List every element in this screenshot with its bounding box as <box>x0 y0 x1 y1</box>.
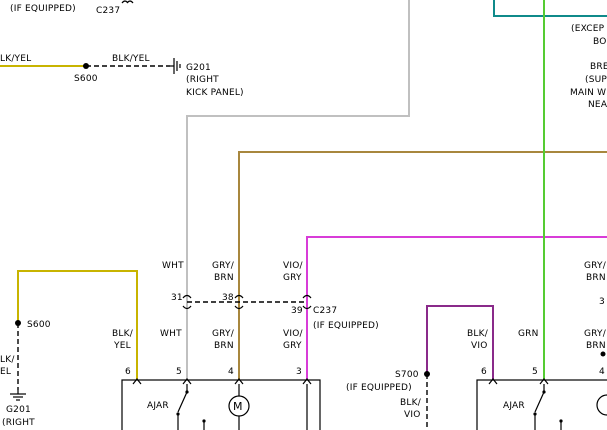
ground-label-g201-top-l1: G201 <box>186 63 211 73</box>
wire-label-gry-brn-right-upper-l2: BRN <box>586 273 606 283</box>
note-right-l6: NEA <box>588 100 607 110</box>
ajar-switch-left-icon <box>176 384 206 430</box>
module-box-edge-top-right <box>493 0 607 17</box>
wire-label-gry-brn-right-upper-l1: GRY/ <box>584 261 607 271</box>
pin-terminals-left-icon <box>132 378 312 385</box>
splice-label-s600-top: S600 <box>74 74 98 84</box>
c237-top-connector-mark <box>121 0 134 4</box>
ground-label-g201-bottom-l1: G201 <box>6 405 31 415</box>
c237-label-top: C237 <box>96 6 120 16</box>
pin-label-right-3: 3 <box>599 297 605 307</box>
wire-blk-yel-lower <box>17 270 138 380</box>
right-edge-dot <box>600 351 606 357</box>
wire-label-blk-vio-left-l1: BLK/ <box>400 398 422 408</box>
wire-gry-brn-tan <box>238 151 607 380</box>
wire-label-gry-brn-lower-l2: BRN <box>214 341 234 351</box>
pin-label-5: 5 <box>176 367 182 377</box>
splice-label-s700: S700 <box>395 370 419 380</box>
splice-label-s600-lower: S600 <box>27 320 51 330</box>
note-right-l2: BO <box>593 37 607 47</box>
motor-icon <box>228 384 250 430</box>
connector-label-c237-mid: C237 <box>313 306 337 316</box>
wire-label-vio-gry-lower-l1: VIO/ <box>283 329 303 339</box>
wire-label-gry-brn-right-lower-l1: GRY/ <box>584 329 607 339</box>
pin-label-39: 39 <box>291 306 303 316</box>
wire-blk-vio-purple <box>426 305 494 380</box>
switch-label-ajar-right: AJAR <box>503 401 525 411</box>
ground-g201-bottom-icon <box>10 390 26 401</box>
wire-label-gry-brn-upper-l2: BRN <box>214 273 234 283</box>
if-equipped-label-s700: (IF EQUIPPED) <box>346 383 412 393</box>
pin-label-4: 4 <box>228 367 234 377</box>
wire-label-wht-lower: WHT <box>160 329 182 339</box>
motor-right-partial-icon <box>596 394 607 416</box>
wire-label-vio-gry-upper-l1: VIO/ <box>283 261 303 271</box>
wire-label-blk-vio-right-l1: BLK/ <box>467 329 489 339</box>
wire-label-blk-yel-lower-l2: YEL <box>113 341 131 351</box>
wire-label-blk-vio-right-l2: VIO <box>471 341 488 351</box>
wire-label-blk-yel-left: LK/YEL <box>0 54 31 64</box>
note-right-l3: BRE <box>590 62 607 72</box>
note-right-l1: (EXCEP <box>571 24 605 34</box>
if-equipped-label-top: (IF EQUIPPED) <box>10 4 76 14</box>
pin-label-5r: 5 <box>532 367 538 377</box>
wire-label-blk-vio-left-l2: VIO <box>404 410 421 420</box>
note-right-l4: (SUP <box>585 75 607 85</box>
note-right-l5: MAIN W <box>570 88 606 98</box>
component-box-right <box>476 379 607 430</box>
ground-label-g201-top-l2: (RIGHT <box>186 75 219 85</box>
wire-label-lk-el-l2: EL <box>0 367 11 377</box>
wire-label-gry-brn-right-lower-l2: BRN <box>586 341 606 351</box>
pin-terminals-right-icon <box>488 378 549 385</box>
connector-c237-pins-icon <box>182 294 312 310</box>
wire-label-vio-gry-lower-l2: GRY <box>283 341 302 351</box>
pin-label-6r: 6 <box>481 367 487 377</box>
motor-label: M <box>233 400 243 413</box>
pin-label-31: 31 <box>171 293 183 303</box>
pin-label-38: 38 <box>222 293 234 303</box>
wire-wht-gray <box>186 0 410 380</box>
if-equipped-label-mid: (IF EQUIPPED) <box>313 321 379 331</box>
pin-label-3: 3 <box>296 367 302 377</box>
wire-label-wht-upper: WHT <box>162 261 184 271</box>
wire-label-blk-yel-mid: BLK/YEL <box>112 54 150 64</box>
ground-g201-top-icon <box>170 58 181 74</box>
wire-label-blk-yel-lower-l1: BLK/ <box>112 329 134 339</box>
wire-label-gry-brn-lower-l1: GRY/ <box>212 329 235 339</box>
ajar-switch-right-icon <box>533 384 563 430</box>
ground-label-g201-top-l3: KICK PANEL) <box>186 88 244 98</box>
wire-vio-gry-magenta <box>306 236 607 380</box>
wire-label-gry-brn-upper-l1: GRY/ <box>212 261 235 271</box>
pin-label-6: 6 <box>125 367 131 377</box>
switch-label-ajar-left: AJAR <box>147 401 169 411</box>
wire-label-lk-el-l1: LK/ <box>0 355 15 365</box>
pin-label-4r: 4 <box>599 367 605 377</box>
wire-label-vio-gry-upper-l2: GRY <box>283 273 302 283</box>
component-box-left <box>121 379 321 430</box>
ground-label-g201-bottom-l2: (RIGHT <box>2 418 35 428</box>
wire-label-grn: GRN <box>518 329 539 339</box>
